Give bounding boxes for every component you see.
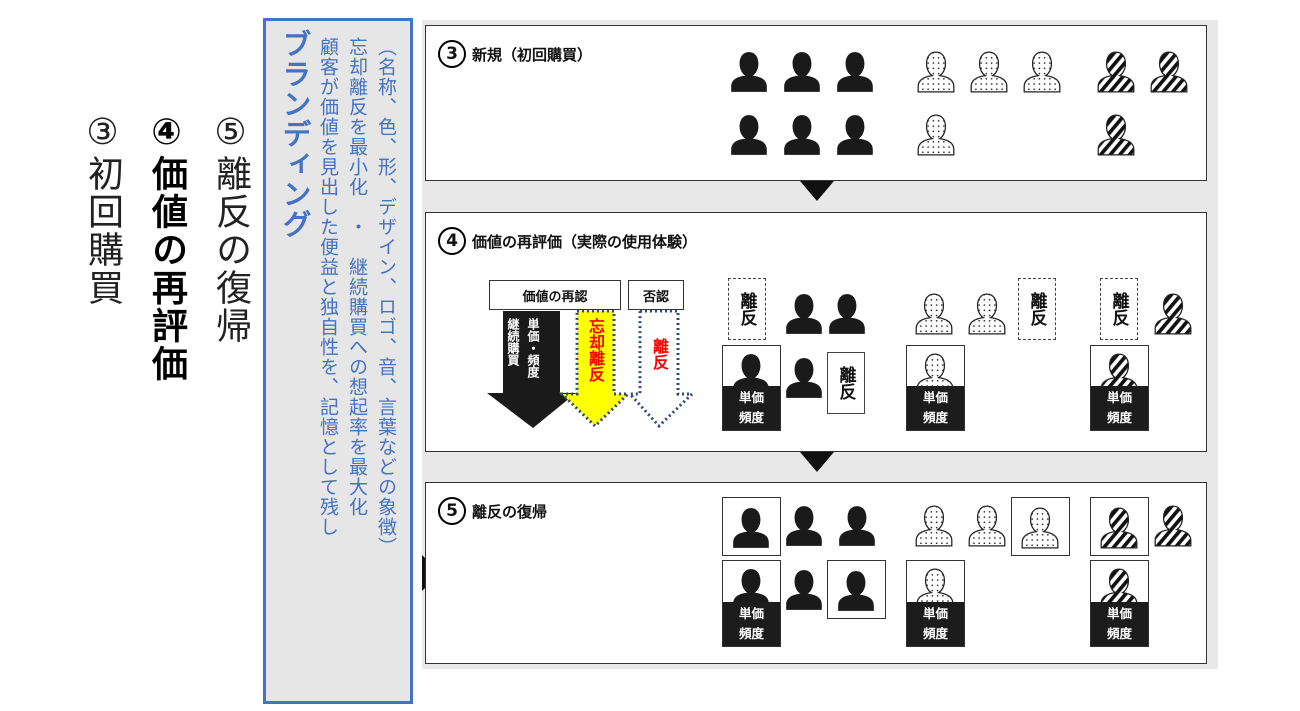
customer-striped-icon — [1095, 50, 1137, 94]
step-value-reevaluation: ④価値の再評価 — [146, 112, 187, 383]
customer-striped-icon — [1152, 504, 1194, 548]
flow-arrow-down-icon — [800, 452, 834, 472]
section-title: 5 離反の復帰 — [438, 497, 547, 525]
price-frequency-label: 単価頻度 — [723, 386, 780, 430]
customer-dotted-icon — [968, 50, 1010, 94]
customer-loyal-icon — [835, 569, 877, 613]
customer-loyal-icon — [730, 506, 772, 550]
price-frequency-label: 単価頻度 — [1091, 386, 1148, 430]
section-title: 4 価値の再評価（実際の使用体験） — [438, 227, 697, 255]
forgetting-churn-label: 忘却離反 — [586, 318, 605, 382]
customer-loyal-icon — [783, 568, 825, 612]
section-churn-recovery: 5 離反の復帰 — [425, 482, 1207, 664]
customer-striped-icon — [1098, 506, 1140, 550]
customer-dotted-icon — [915, 113, 957, 157]
step-churn-recovery: ⑤離反の復帰 — [210, 112, 251, 345]
customer-dotted-icon — [913, 504, 955, 548]
high-value-customer-card: 単価頻度 — [1090, 560, 1149, 647]
recovered-customer-card — [827, 560, 886, 619]
customer-loyal-icon — [826, 292, 868, 336]
recovered-customer-card — [1090, 497, 1149, 556]
customer-loyal-icon — [728, 50, 770, 94]
customer-loyal-icon — [783, 356, 825, 400]
churn-arrow — [626, 310, 696, 429]
step-initial-purchase: ③初回購買 — [82, 112, 123, 307]
continued-purchase-label: 継続購買 — [506, 318, 520, 366]
churn-badge: 離反 — [1018, 278, 1056, 340]
section-new-customers: 3 新規（初回購買） — [425, 25, 1207, 181]
forgetting-churn-arrow — [558, 310, 632, 429]
price-frequency-label: 単価頻度 — [907, 602, 964, 646]
customer-loyal-icon — [783, 292, 825, 336]
price-frequency-label: 単価頻度 — [723, 602, 780, 646]
customer-dotted-icon — [913, 292, 955, 336]
high-value-customer-card: 単価頻度 — [906, 560, 965, 647]
customer-dotted-icon — [915, 50, 957, 94]
customer-dotted-icon — [1021, 50, 1063, 94]
customer-dotted-icon — [1019, 506, 1061, 550]
value-recognition-header: 価値の再認 — [489, 280, 621, 310]
customer-loyal-icon — [730, 352, 772, 396]
flow-arrow-down-icon — [800, 181, 834, 201]
churn-label: 離反 — [650, 338, 669, 370]
branding-panel: ブランディング （名称、色、形、デザイン、ロゴ、音、言葉などの象徴） 忘却離反を… — [263, 18, 413, 704]
section-number: 3 — [438, 40, 466, 68]
price-frequency-label: 単価頻度 — [907, 386, 964, 430]
customer-loyal-icon — [836, 504, 878, 548]
high-value-customer-card: 単価頻度 — [722, 560, 781, 647]
churn-badge: 離反 — [827, 352, 865, 414]
section-title-text: 離反の復帰 — [472, 502, 548, 521]
customer-striped-icon — [1095, 113, 1137, 157]
denial-header: 否認 — [628, 280, 684, 310]
unit-price-frequency-label: 単価・頻度 — [526, 318, 540, 378]
churn-badge: 離反 — [1100, 278, 1138, 340]
customer-loyal-icon — [834, 113, 876, 157]
recovered-customer-card — [1011, 497, 1070, 556]
customer-striped-icon — [1152, 292, 1194, 336]
branding-goal-text: 忘却離反を最小化 ・ 継続購買への想起率を最大化 — [346, 37, 368, 517]
section-number: 5 — [438, 497, 466, 525]
customer-striped-icon — [1148, 50, 1190, 94]
customer-loyal-icon — [781, 50, 823, 94]
branding-memory-text: 顧客が価値を見出した便益と独自性を、記憶として残し — [317, 37, 339, 537]
section-title-text: 新規（初回購買） — [472, 45, 593, 64]
customer-loyal-icon — [728, 113, 770, 157]
arrows-graphic — [487, 310, 696, 429]
branding-symbols-text: （名称、色、形、デザイン、ロゴ、音、言葉などの象徴） — [375, 37, 397, 557]
section-title: 3 新規（初回購買） — [438, 40, 592, 68]
section-number: 4 — [438, 227, 466, 255]
customer-loyal-icon — [781, 113, 823, 157]
high-value-customer-card: 単価頻度 — [1090, 345, 1149, 431]
customer-loyal-icon — [783, 504, 825, 548]
customer-loyal-icon — [730, 567, 772, 611]
section-title-text: 価値の再評価（実際の使用体験） — [472, 232, 698, 251]
branding-title: ブランディング — [278, 29, 312, 239]
continued-purchase-arrow — [487, 311, 576, 428]
high-value-customer-card: 単価頻度 — [906, 345, 965, 431]
customer-dotted-icon — [966, 504, 1008, 548]
churn-badge: 離反 — [728, 278, 766, 340]
price-frequency-label: 単価頻度 — [1091, 602, 1148, 646]
customer-loyal-icon — [834, 50, 876, 94]
customer-dotted-icon — [966, 292, 1008, 336]
recovered-customer-card — [722, 497, 781, 556]
high-value-customer-card: 単価頻度 — [722, 345, 781, 431]
